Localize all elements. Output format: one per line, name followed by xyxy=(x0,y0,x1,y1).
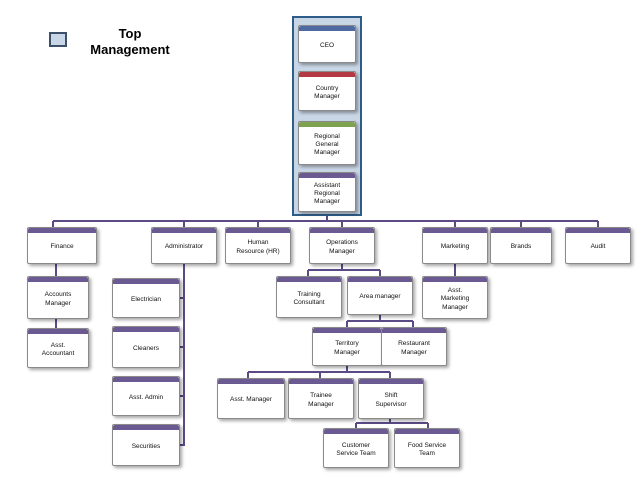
asst-admin-box: Asst. Admin xyxy=(112,376,180,416)
ceo-label: CEO xyxy=(319,41,335,49)
accounts-manager-box: Accounts Manager xyxy=(27,276,89,319)
accounts-manager-label: Accounts Manager xyxy=(44,291,72,307)
training-consultant-box: Training Consultant xyxy=(276,276,342,318)
customer-service-team-label: Customer Service Team xyxy=(336,441,376,457)
marketing-label: Marketing xyxy=(440,243,470,251)
finance-label: Finance xyxy=(50,243,74,251)
area-manager-box: Area manager xyxy=(347,276,413,315)
finance-box: Finance xyxy=(27,227,97,264)
territory-manager-box: Territory Manager xyxy=(312,327,382,366)
regional-general-manager-box: Regional General Manager xyxy=(298,121,356,165)
asst-manager-label: Asst. Manager xyxy=(230,396,272,404)
trainee-manager-label: Trainee Manager xyxy=(308,392,334,408)
shift-supervisor-box: Shift Supervisor xyxy=(358,378,424,419)
legend-label: Top Management xyxy=(82,26,178,58)
operations-manager-label: Operations Manager xyxy=(326,239,358,255)
ceo-box: CEO xyxy=(298,25,356,63)
operations-manager-box: Operations Manager xyxy=(309,227,375,264)
asst-accountant-label: Asst. Accountant xyxy=(41,341,75,357)
electrician-label: Electrician xyxy=(131,295,161,303)
asst-marketing-manager-label: Asst. Marketing Manager xyxy=(440,287,470,311)
electrician-box: Electrician xyxy=(112,278,180,318)
cleaners-box: Cleaners xyxy=(112,326,180,368)
assistant-regional-manager-box: Assistant Regional Manager xyxy=(298,172,356,212)
hr-label: Human Resource (HR) xyxy=(236,239,280,255)
trainee-manager-box: Trainee Manager xyxy=(288,378,354,419)
asst-admin-label: Asst. Admin xyxy=(128,393,164,401)
country-manager-label: Country Manager xyxy=(314,84,340,100)
country-manager-box: Country Manager xyxy=(298,71,356,111)
legend-label-text: Top Management xyxy=(90,26,170,57)
audit-box: Audit xyxy=(565,227,631,264)
restaurant-manager-box: Restaurant Manager xyxy=(381,327,447,366)
restaurant-manager-label: Restaurant Manager xyxy=(398,340,430,356)
audit-label: Audit xyxy=(590,243,606,251)
administrator-box: Administrator xyxy=(151,227,217,264)
assistant-regional-manager-label: Assistant Regional Manager xyxy=(313,181,341,206)
brands-label: Brands xyxy=(510,243,532,251)
asst-marketing-manager-box: Asst. Marketing Manager xyxy=(422,276,488,319)
regional-general-manager-label: Regional General Manager xyxy=(314,132,340,157)
food-service-team-label: Food Service Team xyxy=(407,441,447,457)
hr-box: Human Resource (HR) xyxy=(225,227,291,264)
administrator-label: Administrator xyxy=(164,243,204,251)
training-consultant-label: Training Consultant xyxy=(293,290,325,306)
cleaners-label: Cleaners xyxy=(132,344,159,352)
asst-accountant-box: Asst. Accountant xyxy=(27,328,89,368)
brands-box: Brands xyxy=(490,227,552,264)
shift-supervisor-label: Shift Supervisor xyxy=(375,392,407,408)
area-manager-label: Area manager xyxy=(359,293,401,301)
territory-manager-label: Territory Manager xyxy=(334,340,360,356)
asst-manager-box: Asst. Manager xyxy=(217,378,285,419)
legend-swatch xyxy=(49,32,67,47)
securities-label: Securities xyxy=(131,442,161,450)
marketing-box: Marketing xyxy=(422,227,488,264)
securities-box: Securities xyxy=(112,424,180,466)
customer-service-team-box: Customer Service Team xyxy=(323,428,389,468)
food-service-team-box: Food Service Team xyxy=(394,428,460,468)
